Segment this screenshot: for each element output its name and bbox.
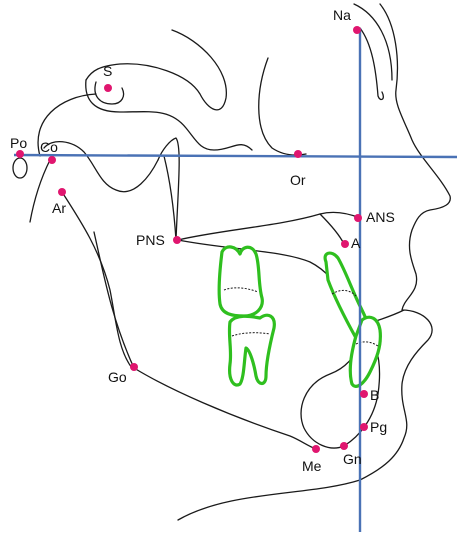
pns-point bbox=[173, 236, 181, 244]
ramus-posterior bbox=[30, 160, 50, 222]
or-label: Or bbox=[290, 172, 306, 188]
s-point bbox=[104, 84, 112, 92]
frontal-inner bbox=[360, 28, 383, 99]
po-label: Po bbox=[10, 135, 27, 151]
ramus-line bbox=[62, 192, 132, 368]
me-point bbox=[312, 445, 320, 453]
frankfort-horizontal-line bbox=[14, 155, 457, 157]
co-point bbox=[48, 156, 56, 164]
or-point bbox=[294, 150, 302, 158]
palate-lower bbox=[178, 240, 350, 304]
s-label: S bbox=[103, 63, 112, 79]
mandible-border bbox=[134, 368, 316, 449]
pterygoid-line bbox=[164, 156, 176, 240]
go-point bbox=[130, 363, 138, 371]
maxilla-anterior bbox=[320, 214, 344, 244]
ar-label: Ar bbox=[52, 200, 66, 216]
landmark-points bbox=[16, 26, 368, 453]
po-point bbox=[16, 150, 24, 158]
gn-point bbox=[340, 442, 348, 450]
b-label: B bbox=[370, 387, 379, 403]
coronoid-outline bbox=[158, 138, 179, 240]
condyle-outline bbox=[44, 142, 158, 192]
pns-label: PNS bbox=[136, 232, 165, 248]
b-point bbox=[360, 390, 368, 398]
co-label: Co bbox=[40, 139, 58, 155]
pg-point bbox=[360, 423, 368, 431]
ar-point bbox=[58, 188, 66, 196]
molar-group bbox=[219, 247, 274, 385]
lower-molar bbox=[229, 315, 274, 385]
palatal-plane-curve bbox=[178, 212, 360, 240]
ans-label: ANS bbox=[366, 209, 395, 225]
landmark-labels: Na S Po Co Or Ar ANS PNS A Go B Pg Me Gn bbox=[10, 7, 395, 474]
soft-tissue-profile bbox=[178, 4, 450, 520]
upper-molar bbox=[219, 247, 262, 316]
go-label: Go bbox=[108, 369, 127, 385]
a-point bbox=[341, 240, 349, 248]
a-label: A bbox=[351, 235, 361, 251]
orbit-outline bbox=[259, 58, 306, 155]
me-label: Me bbox=[302, 458, 322, 474]
gn-label: Gn bbox=[343, 451, 362, 467]
ear-rod bbox=[13, 158, 27, 178]
ramus-curve bbox=[94, 232, 134, 368]
ans-point bbox=[354, 214, 362, 222]
incisor-group bbox=[325, 253, 380, 386]
na-label: Na bbox=[333, 7, 351, 23]
na-point bbox=[353, 26, 361, 34]
pg-label: Pg bbox=[370, 419, 387, 435]
